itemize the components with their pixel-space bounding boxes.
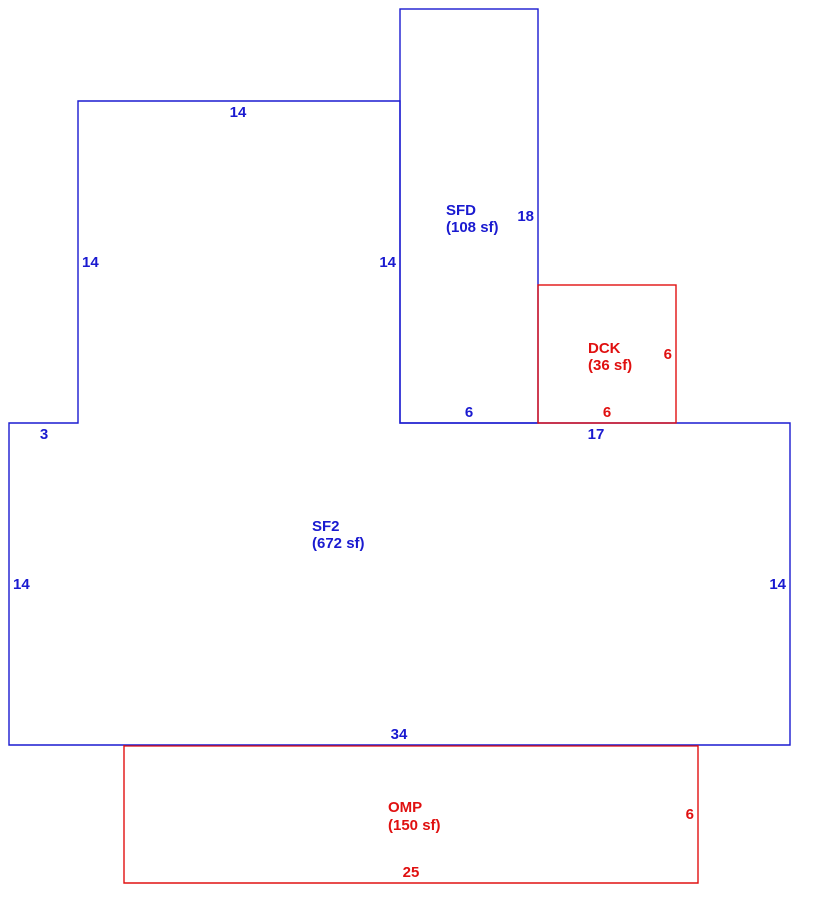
dim-sf2-bottom: 34: [391, 726, 408, 743]
dim-omp-bottom: 25: [403, 864, 420, 881]
dim-sf2-upper-right: 14: [379, 254, 396, 271]
dim-sf2-right: 14: [769, 576, 786, 593]
dim-dck-bottom: 6: [603, 404, 611, 421]
dck-label: DCK: [588, 340, 621, 357]
dim-sf2-step-left: 3: [40, 426, 48, 443]
omp-label: OMP: [388, 799, 422, 816]
dim-sf2-left: 14: [13, 576, 30, 593]
sfd-area: (108 sf): [446, 219, 499, 236]
dim-dck-right: 6: [664, 346, 672, 363]
dim-sf2-top-right: 17: [588, 426, 605, 443]
dim-sf2-upper-left: 14: [82, 254, 99, 271]
dim-omp-right: 6: [686, 806, 694, 823]
omp-outline: [123, 745, 699, 884]
sfd-label: SFD: [446, 202, 476, 219]
sf2-area: (672 sf): [312, 535, 365, 552]
omp-area: (150 sf): [388, 817, 441, 834]
dck-area: (36 sf): [588, 357, 632, 374]
dim-sf2-upper-top: 14: [230, 104, 247, 121]
dim-sfd-bottom: 6: [465, 404, 473, 421]
sfd-outline: [399, 8, 539, 424]
dck-outline: [537, 284, 677, 424]
dim-sfd-right: 18: [517, 208, 534, 225]
sf2-label: SF2: [312, 518, 340, 535]
